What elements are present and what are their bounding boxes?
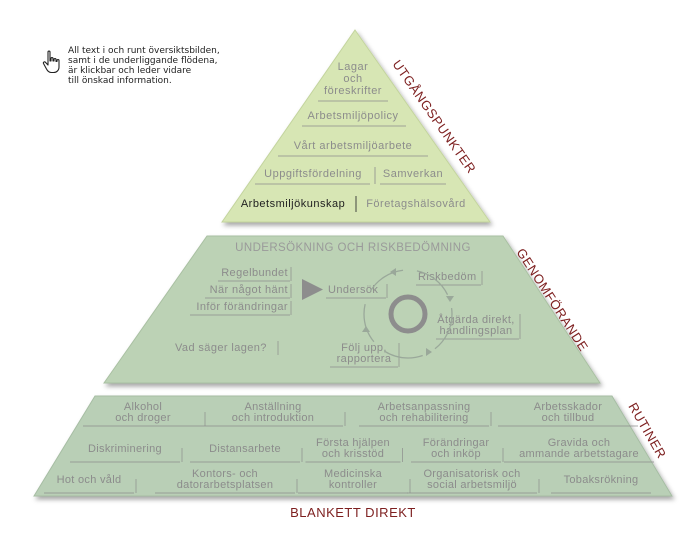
- investigate-link[interactable]: Undersök: [326, 284, 388, 299]
- routine-label: Gravida och: [548, 437, 611, 449]
- instruction-line: All text i och runt översiktsbilden,: [68, 46, 220, 56]
- svg-text:Arbetsmiljökunskap: Arbetsmiljökunskap: [241, 198, 345, 210]
- routine-label: ammande arbetstagare: [519, 448, 639, 460]
- routine-link[interactable]: Tobaksrökning: [551, 474, 651, 494]
- when-happened-link[interactable]: När något hänt: [205, 284, 292, 299]
- routine-label: Medicinska: [324, 468, 383, 480]
- routine-label: Alkohol: [124, 401, 162, 413]
- instruction-line: är klickbar och leder vidare: [68, 66, 192, 76]
- routine-link[interactable]: Diskriminering: [70, 443, 183, 463]
- routine-label: och rehabilitering: [379, 412, 468, 424]
- routine-label: kontroller: [329, 479, 377, 491]
- svg-text:Inför förändringar: Inför förändringar: [196, 301, 288, 313]
- instruction-note: All text i och runt översiktsbilden, sam…: [68, 46, 268, 86]
- pointing-hand-icon: [42, 50, 60, 74]
- svg-text:Uppgiftsfördelning: Uppgiftsfördelning: [264, 168, 362, 180]
- svg-text:Arbetsmiljöpolicy: Arbetsmiljöpolicy: [307, 110, 398, 122]
- policy-link[interactable]: Arbetsmiljöpolicy: [302, 110, 406, 127]
- routine-label: Anställning: [244, 401, 301, 413]
- routine-label: Diskriminering: [88, 443, 162, 455]
- routine-link[interactable]: Distansarbete: [190, 443, 303, 463]
- svg-text:Följ upp,: Följ upp,: [341, 342, 387, 354]
- svg-text:När något hänt: När något hänt: [210, 284, 288, 296]
- routine-link[interactable]: Hot och våld: [44, 474, 137, 494]
- routine-label: Organisatorisk och: [423, 468, 520, 480]
- svg-text:Vad säger lagen?: Vad säger lagen?: [175, 342, 267, 354]
- svg-text:och: och: [343, 73, 362, 85]
- routine-label: och droger: [115, 412, 171, 424]
- middle-tier-shape: [103, 235, 601, 384]
- form-direct-link[interactable]: BLANKETT DIREKT: [290, 505, 416, 520]
- routine-label: Arbetsanpassning: [378, 401, 471, 413]
- routine-label: social arbetsmiljö: [427, 479, 517, 491]
- bottom-tier-shape: [33, 395, 673, 497]
- cooperation-link[interactable]: Samverkan: [380, 168, 446, 185]
- instruction-line: till önskad information.: [68, 76, 172, 86]
- svg-text:handlingsplan: handlingsplan: [439, 325, 512, 337]
- regular-link[interactable]: Regelbundet: [218, 267, 292, 282]
- routine-label: och tillbud: [542, 412, 595, 424]
- instruction-line: samt i de underliggande flödena,: [68, 56, 218, 66]
- play-arrow-icon: [302, 279, 323, 300]
- svg-text:föreskrifter: föreskrifter: [324, 85, 382, 97]
- routine-label: Distansarbete: [209, 443, 281, 455]
- risk-assess-link[interactable]: Riskbedöm: [416, 271, 483, 286]
- laws-link[interactable]: Lagar och föreskrifter: [318, 61, 388, 102]
- routine-label: och inköp: [431, 448, 481, 460]
- routine-label: datorarbetsplatsen: [177, 479, 274, 491]
- actions-link[interactable]: Åtgärda direkt, handlingsplan: [436, 313, 521, 340]
- routine-label: Hot och våld: [57, 474, 122, 486]
- routine-label: och introduktion: [232, 412, 314, 424]
- cycle-icon: [362, 268, 454, 359]
- routine-label: Tobaksrökning: [564, 474, 639, 486]
- svg-text:Riskbedöm: Riskbedöm: [418, 271, 477, 283]
- routine-label: Kontors- och: [192, 468, 258, 480]
- knowledge-link[interactable]: Arbetsmiljökunskap: [241, 198, 345, 210]
- svg-text:rapportera: rapportera: [337, 353, 392, 365]
- occupational-health-link[interactable]: Företagshälsovård: [366, 198, 466, 210]
- svg-text:Regelbundet: Regelbundet: [221, 267, 288, 279]
- svg-text:Samverkan: Samverkan: [383, 168, 443, 180]
- svg-text:Företagshälsovård: Företagshälsovård: [366, 198, 466, 210]
- follow-up-link[interactable]: Följ upp, rapportera: [330, 342, 400, 368]
- law-question-link[interactable]: Vad säger lagen?: [175, 341, 279, 355]
- task-distribution-link[interactable]: Uppgiftsfördelning: [255, 168, 370, 185]
- routine-label: Förändringar: [423, 437, 490, 449]
- svg-text:Åtgärda direkt,: Åtgärda direkt,: [437, 313, 515, 326]
- routine-label: Arbetsskador: [534, 401, 602, 413]
- before-changes-link[interactable]: Inför förändringar: [190, 301, 292, 316]
- svg-text:Lagar: Lagar: [338, 61, 369, 73]
- svg-text:Vårt arbetsmiljöarbete: Vårt arbetsmiljöarbete: [294, 140, 413, 152]
- svg-text:Undersök: Undersök: [328, 284, 378, 296]
- routine-label: Första hjälpen: [316, 437, 390, 449]
- routine-label: och krisstöd: [322, 448, 384, 460]
- middle-title-link[interactable]: UNDERSÖKNING OCH RISKBEDÖMNING: [235, 242, 471, 254]
- our-work-link[interactable]: Vårt arbetsmiljöarbete: [278, 140, 428, 157]
